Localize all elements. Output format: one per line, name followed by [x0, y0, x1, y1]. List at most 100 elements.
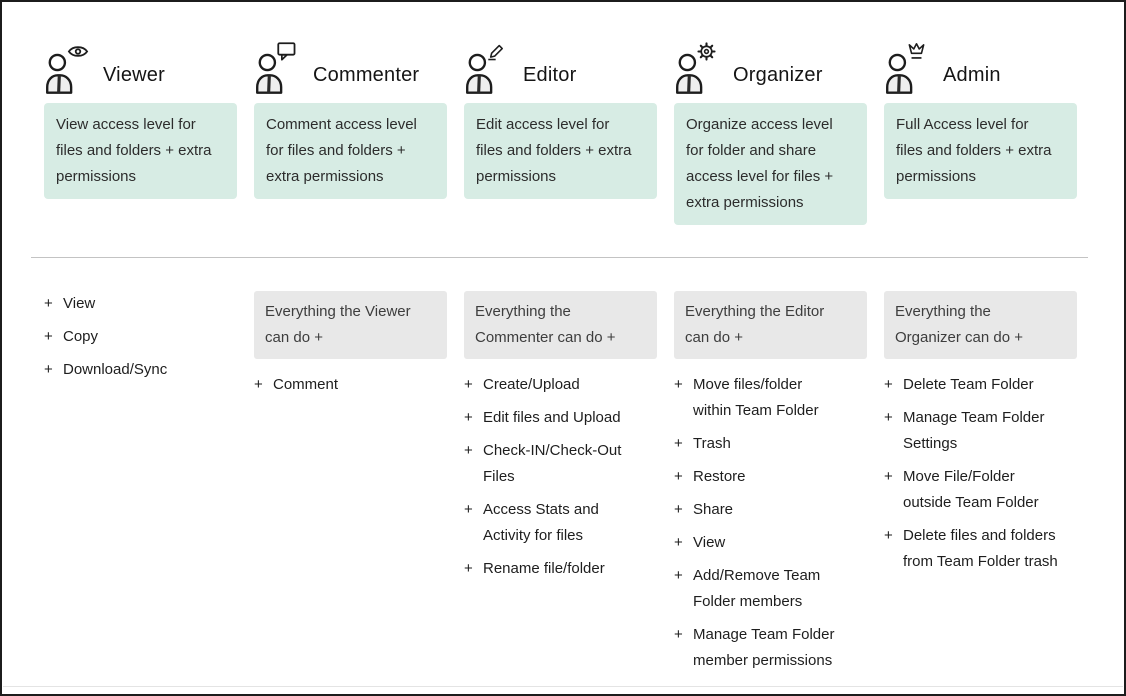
role-header: Commenter	[254, 42, 447, 94]
role-column-organizer: Organizer Organize access level for fold…	[674, 42, 867, 225]
plus-icon: +	[254, 376, 263, 393]
permission-label: Trash	[693, 435, 731, 452]
plus-icon: +	[464, 560, 473, 577]
permission-label: Move files/folder within Team Folder	[693, 376, 819, 419]
person-icon	[884, 42, 932, 94]
plus-icon: +	[884, 468, 893, 485]
person-icon	[674, 42, 722, 94]
permission-item: + Access Stats and Activity for files	[464, 497, 657, 549]
inherited-abilities-box: Everything the Viewer can do +	[254, 291, 447, 359]
permission-item: + Edit files and Upload	[464, 405, 657, 431]
permission-item: + Move File/Folder outside Team Folder	[884, 464, 1077, 516]
role-header: Admin	[884, 42, 1077, 94]
permission-label: Comment	[273, 376, 339, 393]
inherited-abilities-box: Everything the Organizer can do +	[884, 291, 1077, 359]
plus-icon: +	[464, 376, 473, 393]
plus-icon: +	[464, 501, 473, 518]
permissions-column-commenter: Everything the Viewer can do + + Comment	[254, 291, 447, 405]
permission-label: Create/Upload	[483, 376, 580, 393]
role-title: Editor	[523, 64, 577, 86]
bottom-divider	[3, 686, 1123, 687]
permission-item: + Manage Team Folder Settings	[884, 405, 1077, 457]
plus-icon: +	[674, 626, 683, 643]
permission-item: + Add/Remove Team Folder members	[674, 563, 867, 615]
inherited-abilities-box: Everything the Commenter can do +	[464, 291, 657, 359]
role-column-viewer: Viewer View access level for files and f…	[44, 42, 237, 199]
permission-label: Rename file/folder	[483, 560, 605, 577]
plus-icon: +	[674, 567, 683, 584]
role-header: Viewer	[44, 42, 237, 94]
role-column-commenter: Commenter Comment access level for files…	[254, 42, 447, 199]
role-title: Admin	[943, 64, 1001, 86]
permission-label: Delete Team Folder	[903, 376, 1034, 393]
roles-header-row: Viewer View access level for files and f…	[44, 42, 1084, 225]
permission-label: Download/Sync	[63, 361, 168, 378]
permission-label: Share	[693, 501, 734, 518]
permission-item: + Restore	[674, 464, 867, 490]
permissions-column-editor: Everything the Commenter can do + + Crea…	[464, 291, 657, 589]
permission-item: + View	[674, 530, 867, 556]
role-description-box: Organize access level for folder and sha…	[674, 103, 867, 225]
role-title: Organizer	[733, 64, 823, 86]
person-icon	[254, 42, 302, 94]
section-divider	[31, 257, 1088, 258]
permission-label: Manage Team Folder Settings	[903, 409, 1045, 452]
plus-icon: +	[884, 527, 893, 544]
plus-icon: +	[44, 361, 53, 378]
permission-item: + View	[44, 291, 237, 317]
permission-label: Check-IN/Check-Out Files	[483, 442, 622, 485]
permissions-column-viewer: + View + Copy + Download/Sync	[44, 291, 237, 390]
permissions-column-admin: Everything the Organizer can do + + Dele…	[884, 291, 1077, 582]
permission-label: Add/Remove Team Folder members	[693, 567, 821, 610]
person-icon	[464, 42, 512, 94]
permission-item: + Share	[674, 497, 867, 523]
permission-item: + Manage Team Folder member permissions	[674, 622, 867, 674]
role-column-admin: Admin Full Access level for files and fo…	[884, 42, 1077, 199]
permission-item: + Download/Sync	[44, 357, 237, 383]
role-title: Commenter	[313, 64, 420, 86]
permission-label: Copy	[63, 328, 99, 345]
plus-icon: +	[674, 376, 683, 393]
person-icon	[44, 42, 92, 94]
gear-icon	[697, 42, 716, 61]
plus-icon: +	[44, 328, 53, 345]
plus-icon: +	[674, 501, 683, 518]
plus-icon: +	[674, 468, 683, 485]
permission-item: + Check-IN/Check-Out Files	[464, 438, 657, 490]
plus-icon: +	[884, 376, 893, 393]
permission-label: Manage Team Folder member permissions	[693, 626, 835, 669]
permission-label: Restore	[693, 468, 746, 485]
plus-icon: +	[464, 442, 473, 459]
permission-item: + Create/Upload	[464, 372, 657, 398]
permission-label: Access Stats and Activity for files	[483, 501, 599, 544]
plus-icon: +	[44, 295, 53, 312]
permission-label: Edit files and Upload	[483, 409, 621, 426]
role-header: Editor	[464, 42, 657, 94]
role-description-box: View access level for files and folders …	[44, 103, 237, 199]
permission-item: + Delete files and folders from Team Fol…	[884, 523, 1077, 575]
permission-label: View	[63, 295, 96, 312]
role-description-box: Edit access level for files and folders …	[464, 103, 657, 199]
pencil-icon	[488, 44, 503, 61]
plus-icon: +	[674, 435, 683, 452]
permission-item: + Move files/folder within Team Folder	[674, 372, 867, 424]
inherited-abilities-box: Everything the Editor can do +	[674, 291, 867, 359]
role-column-editor: Editor Edit access level for files and f…	[464, 42, 657, 199]
permission-item: + Copy	[44, 324, 237, 350]
permission-label: Delete files and folders from Team Folde…	[903, 527, 1058, 570]
permission-label: Move File/Folder outside Team Folder	[903, 468, 1039, 511]
role-title: Viewer	[103, 64, 165, 86]
permission-item: + Rename file/folder	[464, 556, 657, 582]
role-description-box: Full Access level for files and folders …	[884, 103, 1077, 199]
permission-item: + Trash	[674, 431, 867, 457]
role-header: Organizer	[674, 42, 867, 94]
comment-bubble-icon	[277, 42, 296, 61]
role-description-box: Comment access level for files and folde…	[254, 103, 447, 199]
permission-label: View	[693, 534, 726, 551]
plus-icon: +	[884, 409, 893, 426]
permissions-row: + View + Copy + Download/Sync Everything…	[44, 291, 1084, 681]
permission-item: + Delete Team Folder	[884, 372, 1077, 398]
permission-item: + Comment	[254, 372, 447, 398]
crown-icon	[908, 43, 925, 59]
